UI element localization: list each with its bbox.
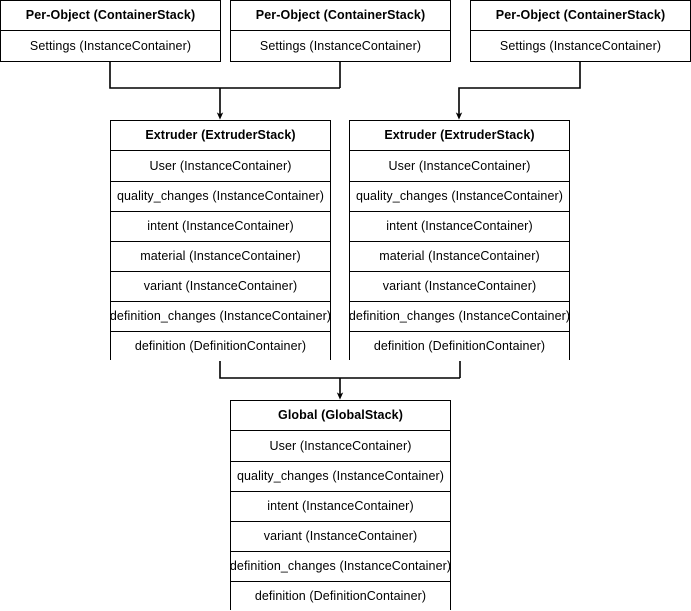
node-row-quality-changes: quality_changes (InstanceContainer) (231, 461, 450, 491)
node-row-intent: intent (InstanceContainer) (350, 211, 569, 241)
edge-per-object-3-to-extruder-2 (455, 62, 581, 120)
node-extruder-1[interactable]: Extruder (ExtruderStack) User (InstanceC… (110, 120, 331, 361)
node-row-definition: definition (DefinitionContainer) (111, 331, 330, 361)
node-per-object-3[interactable]: Per-Object (ContainerStack) Settings (In… (470, 0, 691, 62)
node-per-object-2[interactable]: Per-Object (ContainerStack) Settings (In… (230, 0, 451, 62)
node-row-intent: intent (InstanceContainer) (231, 491, 450, 521)
node-row-quality-changes: quality_changes (InstanceContainer) (111, 181, 330, 211)
node-row-definition-changes: definition_changes (InstanceContainer) (110, 301, 331, 331)
node-per-object-1[interactable]: Per-Object (ContainerStack) Settings (In… (0, 0, 221, 62)
node-header: Per-Object (ContainerStack) (231, 1, 450, 31)
node-row-definition: definition (DefinitionContainer) (350, 331, 569, 361)
node-row-user: User (InstanceContainer) (111, 151, 330, 181)
node-row-settings: Settings (InstanceContainer) (1, 31, 220, 61)
node-global[interactable]: Global (GlobalStack) User (InstanceConta… (230, 400, 451, 611)
edge-per-object-1-to-extruder-1 (109, 62, 340, 89)
node-row-variant: variant (InstanceContainer) (111, 271, 330, 301)
node-header: Extruder (ExtruderStack) (350, 121, 569, 151)
node-row-variant: variant (InstanceContainer) (231, 521, 450, 551)
node-row-intent: intent (InstanceContainer) (111, 211, 330, 241)
edge-extruder-1-to-global (219, 360, 460, 379)
node-row-user: User (InstanceContainer) (350, 151, 569, 181)
node-header: Global (GlobalStack) (231, 401, 450, 431)
node-header: Per-Object (ContainerStack) (1, 1, 220, 31)
node-row-definition-changes: definition_changes (InstanceContainer) (349, 301, 570, 331)
node-row-variant: variant (InstanceContainer) (350, 271, 569, 301)
node-row-quality-changes: quality_changes (InstanceContainer) (350, 181, 569, 211)
node-row-material: material (InstanceContainer) (111, 241, 330, 271)
node-extruder-2[interactable]: Extruder (ExtruderStack) User (InstanceC… (349, 120, 570, 361)
node-header: Extruder (ExtruderStack) (111, 121, 330, 151)
node-row-settings: Settings (InstanceContainer) (231, 31, 450, 61)
node-row-settings: Settings (InstanceContainer) (471, 31, 690, 61)
node-header: Per-Object (ContainerStack) (471, 1, 690, 31)
node-row-definition: definition (DefinitionContainer) (231, 581, 450, 611)
node-row-material: material (InstanceContainer) (350, 241, 569, 271)
node-row-user: User (InstanceContainer) (231, 431, 450, 461)
node-row-definition-changes: definition_changes (InstanceContainer) (230, 551, 451, 581)
